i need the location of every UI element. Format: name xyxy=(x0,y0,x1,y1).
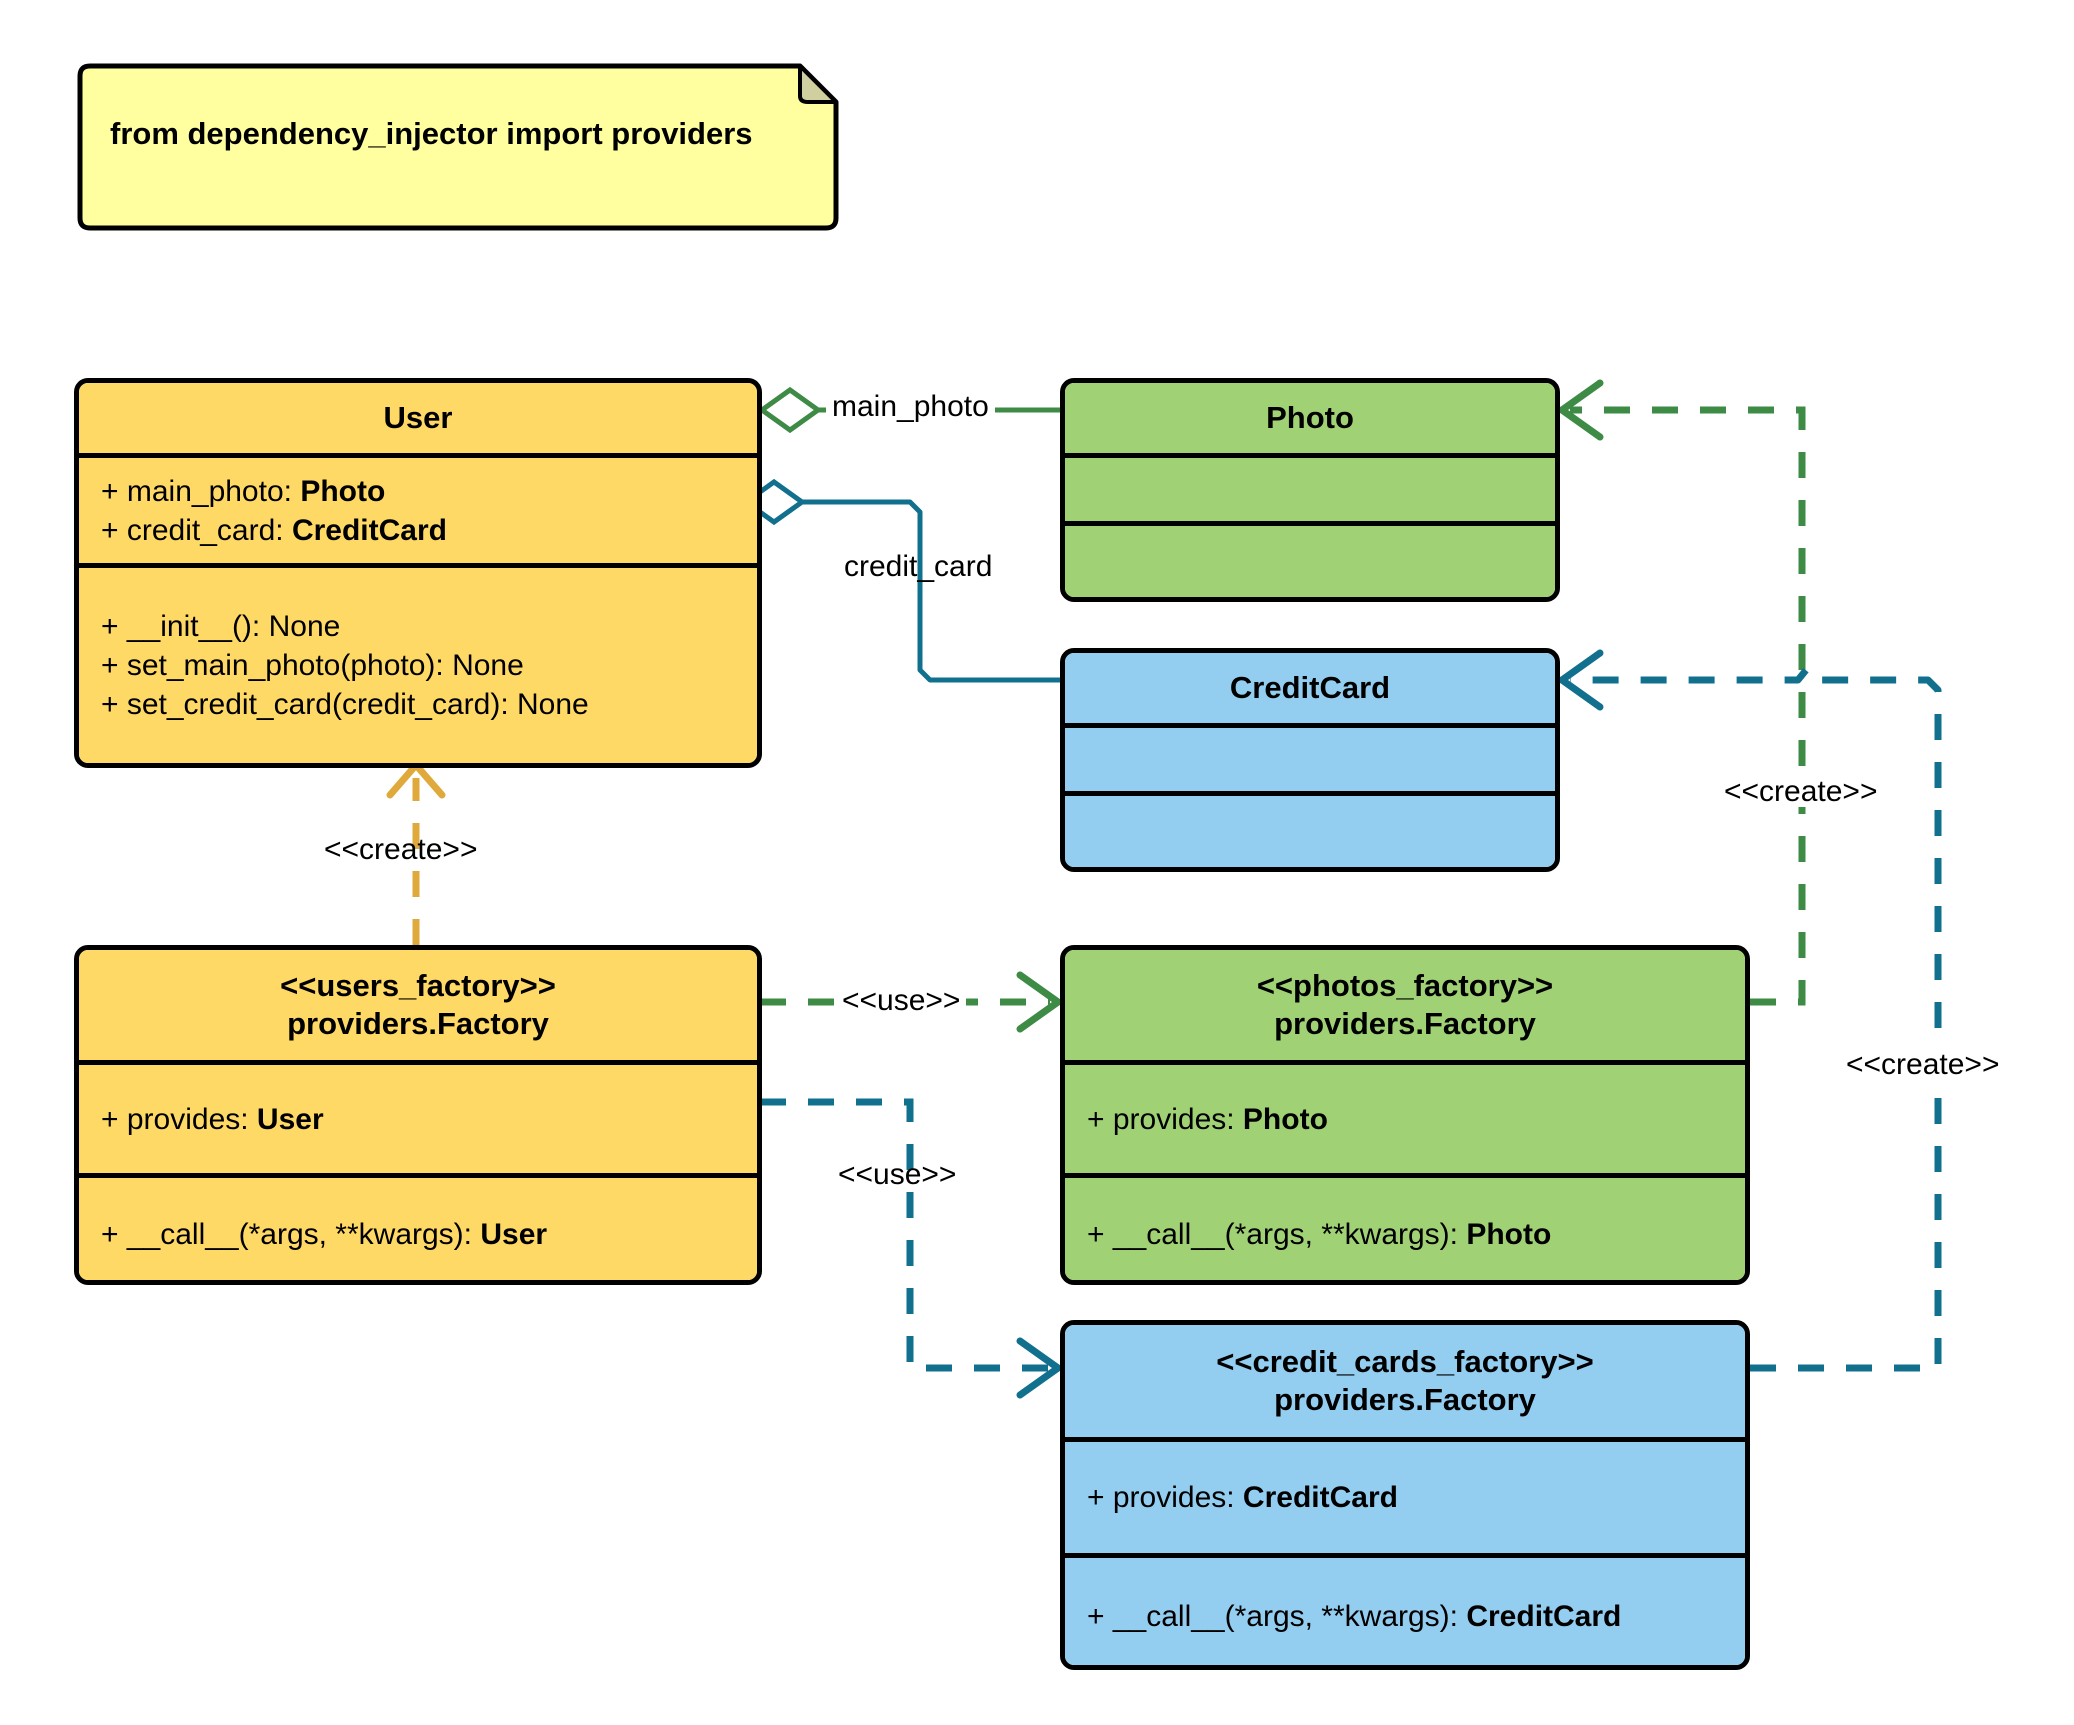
class-box-user[interactable]: User + main_photo: Photo + credit_card: … xyxy=(74,378,762,768)
class-name-credit-cards-factory: providers.Factory xyxy=(1274,1382,1536,1417)
class-stereotype-photos-factory: <<photos_factory>> xyxy=(1256,968,1554,1004)
class-attributes-photo xyxy=(1065,453,1555,521)
class-box-photos-factory[interactable]: <<photos_factory>> providers.Factory + p… xyxy=(1060,945,1750,1285)
edge-photos-factory-create-photo xyxy=(1558,379,1806,1006)
arrowhead-use-photos-factory xyxy=(1016,971,1062,1033)
edge-label-create-credit-card: <<create>> xyxy=(1840,1050,2006,1080)
class-title-photos-factory: <<photos_factory>> providers.Factory xyxy=(1065,950,1745,1060)
class-name-photos-factory: providers.Factory xyxy=(1274,1006,1536,1041)
edge-label-use-credit-cards-factory: <<use>> xyxy=(838,1158,957,1191)
class-title-photo: Photo xyxy=(1065,383,1555,453)
edge-label-credit-card: credit_card xyxy=(844,550,993,583)
edge-users-factory-use-credit-cards-factory xyxy=(760,1098,1062,1399)
class-box-credit-cards-factory[interactable]: <<credit_cards_factory>> providers.Facto… xyxy=(1060,1320,1750,1670)
edge-line-credit-card xyxy=(799,499,1063,683)
method-row: + __call__(*args, **kwargs): Photo xyxy=(1087,1217,1552,1251)
class-name-users-factory: providers.Factory xyxy=(287,1006,549,1041)
note-text: from dependency_injector import provider… xyxy=(110,116,753,151)
class-title-user: User xyxy=(79,383,757,453)
class-attributes-credit-cards-factory: + provides: CreditCard xyxy=(1065,1437,1745,1553)
class-title-users-factory: <<users_factory>> providers.Factory xyxy=(79,950,757,1060)
aggregation-diamond-main-photo xyxy=(757,386,823,434)
class-stereotype-users-factory: <<users_factory>> xyxy=(280,968,556,1004)
class-title-credit-card: CreditCard xyxy=(1065,653,1555,723)
class-title-credit-cards-factory: <<credit_cards_factory>> providers.Facto… xyxy=(1065,1325,1745,1437)
class-box-credit-card[interactable]: CreditCard xyxy=(1060,648,1560,872)
method-row: + set_credit_card(credit_card): None xyxy=(101,688,589,721)
attribute-row: + provides: Photo xyxy=(1087,1102,1328,1136)
class-attributes-user: + main_photo: Photo + credit_card: Credi… xyxy=(79,453,757,563)
attribute-row: + provides: CreditCard xyxy=(1087,1481,1398,1514)
edge-line-create-photo xyxy=(1570,406,1806,1006)
class-methods-photo xyxy=(1065,521,1555,597)
arrowhead-create-user xyxy=(386,761,446,799)
method-row: + set_main_photo(photo): None xyxy=(101,649,524,682)
method-row: + __call__(*args, **kwargs): CreditCard xyxy=(1087,1600,1622,1633)
edge-label-use-photos-factory: <<use>> xyxy=(836,986,967,1016)
attribute-row: + main_photo: Photo xyxy=(101,474,386,508)
class-methods-users-factory: + __call__(*args, **kwargs): User xyxy=(79,1173,757,1280)
class-box-users-factory[interactable]: <<users_factory>> providers.Factory + pr… xyxy=(74,945,762,1285)
edge-label-main-photo: main_photo xyxy=(826,392,995,422)
class-methods-credit-cards-factory: + __call__(*args, **kwargs): CreditCard xyxy=(1065,1553,1745,1665)
attribute-row: + credit_card: CreditCard xyxy=(101,513,447,547)
method-row: + __call__(*args, **kwargs): User xyxy=(101,1217,548,1251)
class-attributes-credit-card xyxy=(1065,723,1555,791)
note-import-statement: from dependency_injector import provider… xyxy=(80,66,836,228)
class-attributes-photos-factory: + provides: Photo xyxy=(1065,1060,1745,1173)
class-attributes-users-factory: + provides: User xyxy=(79,1060,757,1173)
arrowhead-create-credit-card xyxy=(1558,649,1604,711)
class-stereotype-credit-cards-factory: <<credit_cards_factory>> xyxy=(1216,1344,1594,1380)
attribute-row: + provides: User xyxy=(101,1102,324,1136)
edge-label-create-photo: <<create>> xyxy=(1718,777,1884,807)
class-methods-credit-card xyxy=(1065,791,1555,867)
class-box-photo[interactable]: Photo xyxy=(1060,378,1560,602)
class-methods-photos-factory: + __call__(*args, **kwargs): Photo xyxy=(1065,1173,1745,1280)
arrowhead-use-credit-cards-factory xyxy=(1016,1337,1062,1399)
class-methods-user: + __init__(): None + set_main_photo(phot… xyxy=(79,563,757,763)
edge-label-create-user: <<create>> xyxy=(324,833,478,866)
method-row: + __init__(): None xyxy=(101,610,341,643)
arrowhead-create-photo xyxy=(1558,379,1604,441)
edge-line-use-credit-cards-factory xyxy=(760,1098,1050,1372)
